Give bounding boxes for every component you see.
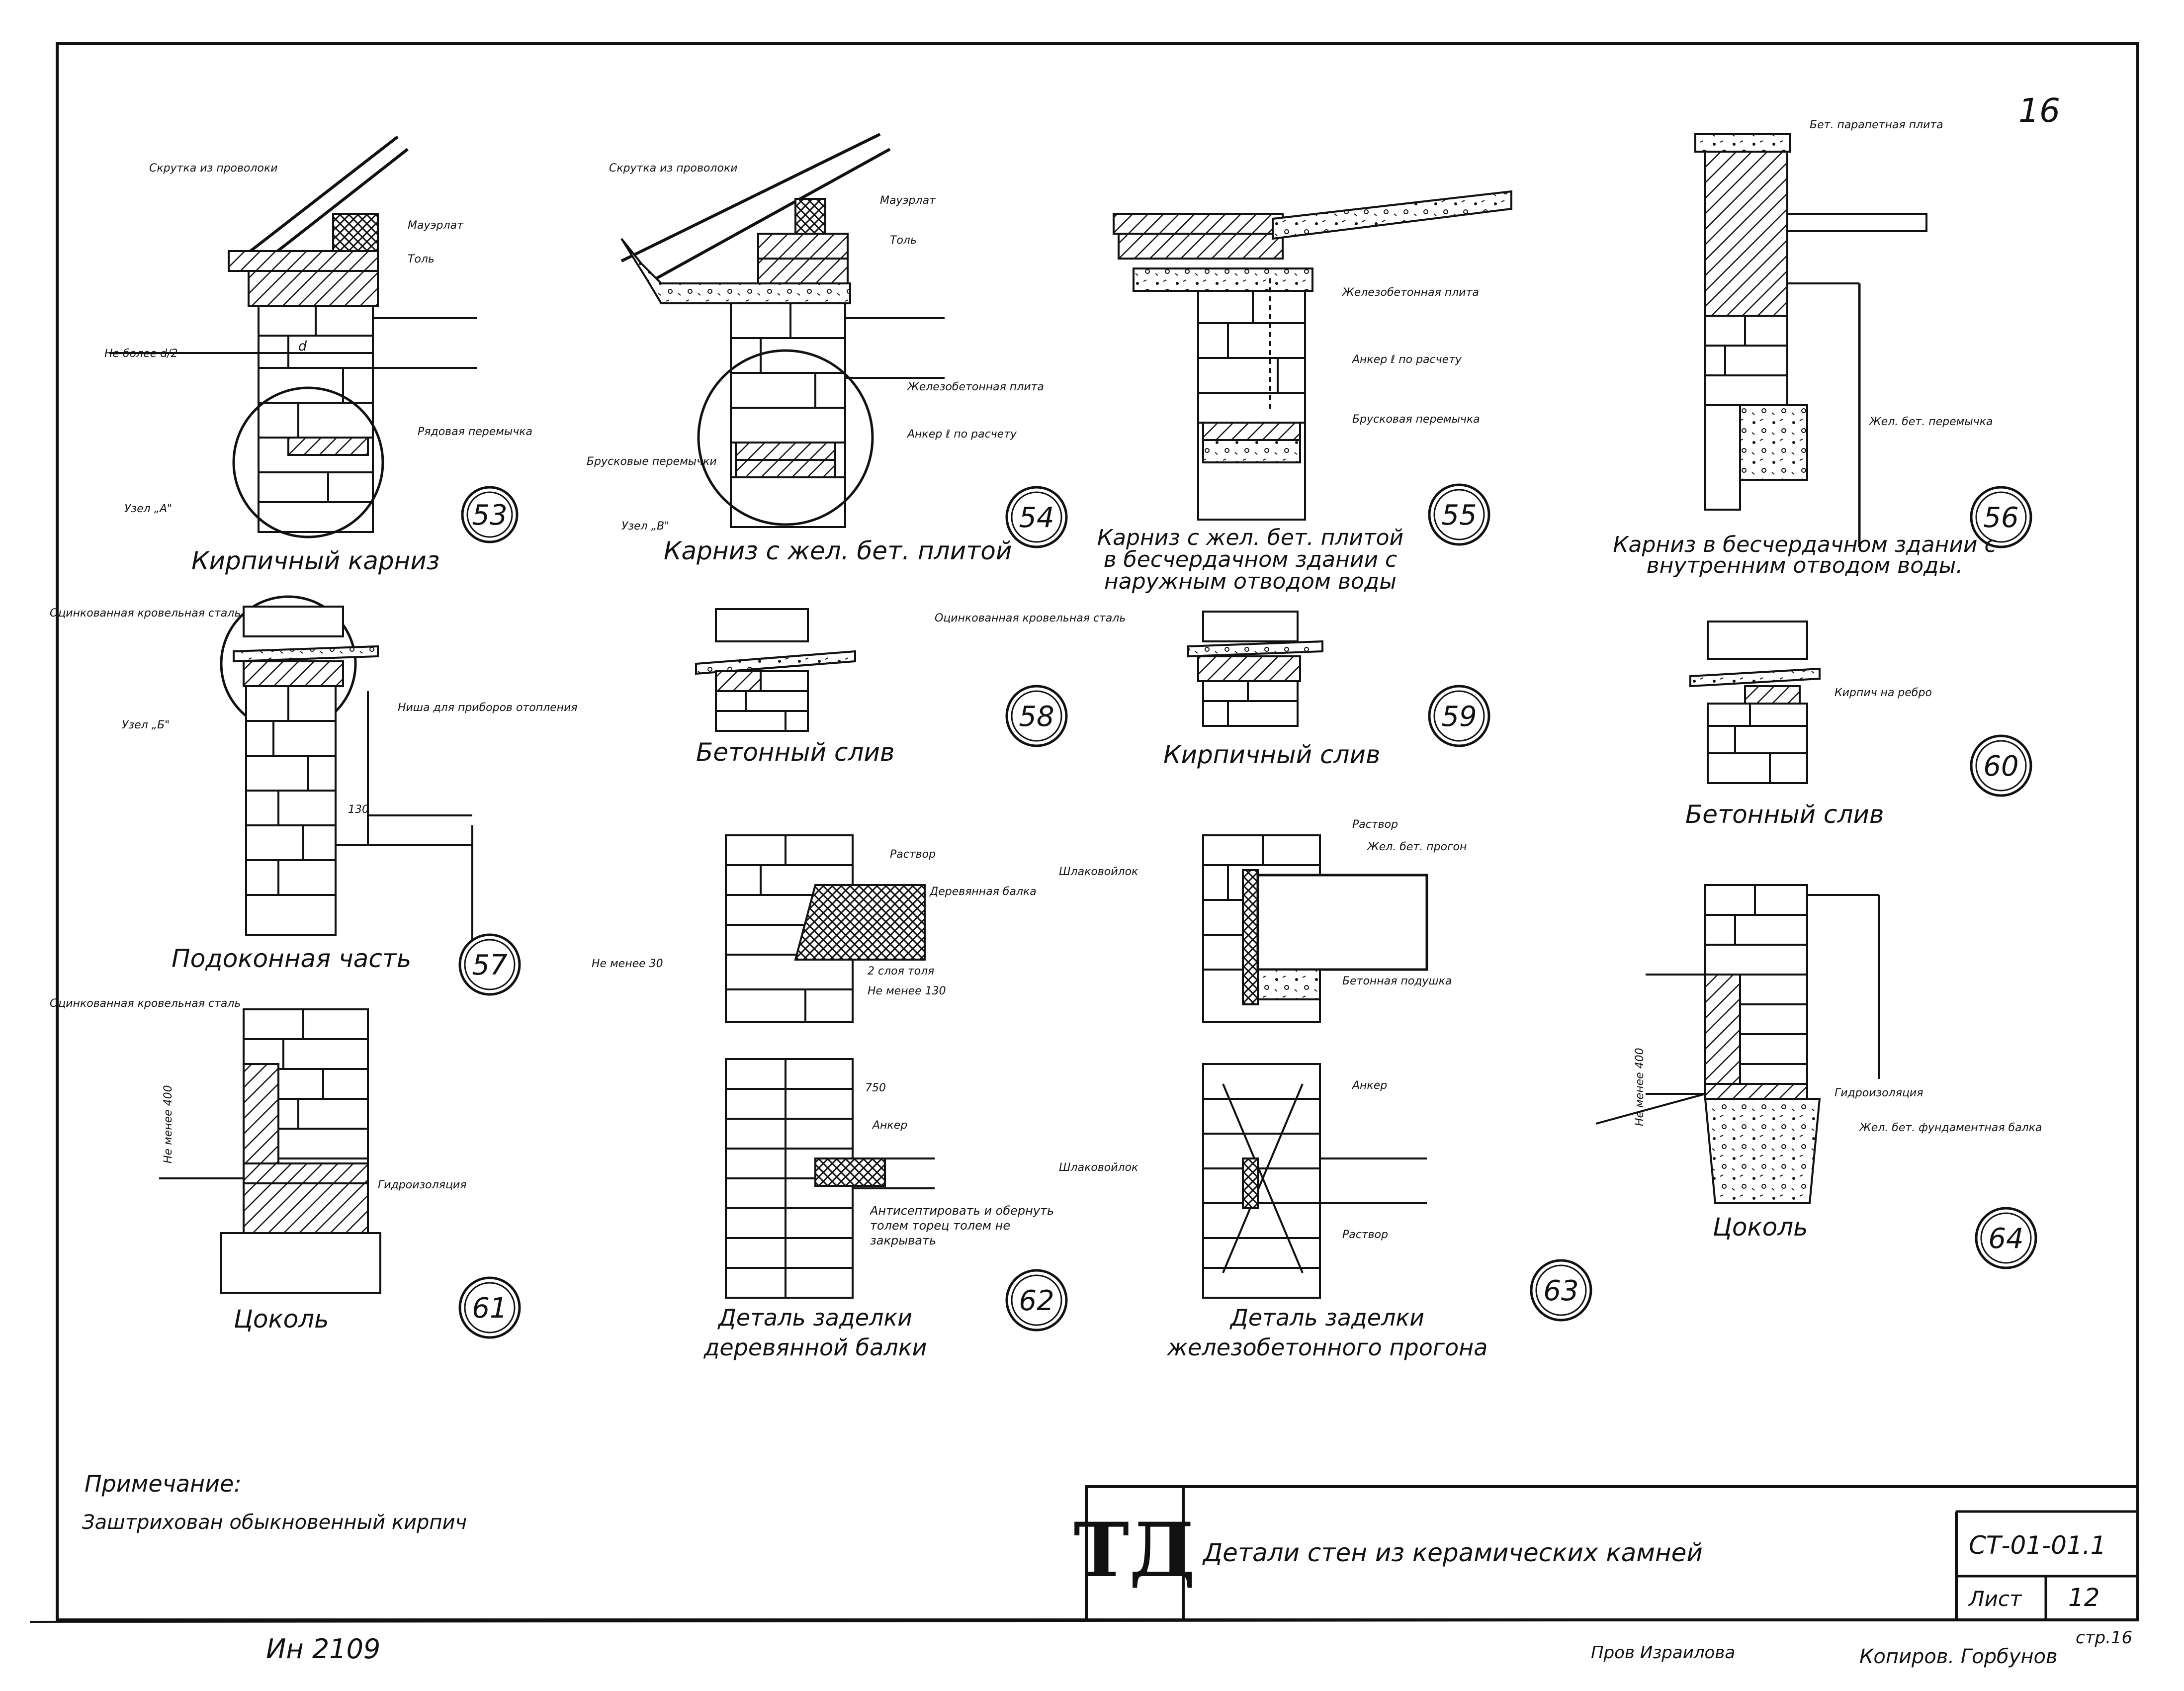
- callout-55-1: Анкер ℓ по расчету: [1351, 354, 1462, 366]
- callout-53-6: Узел „А": [124, 503, 172, 515]
- callout-53-5: Рядовая перемычка: [418, 426, 532, 438]
- detail-54-caption: Карниз с жел. бет. плитой: [664, 536, 1012, 565]
- detail-61-number: 61: [472, 1292, 507, 1325]
- callout-59-0: Оцинкованная кровельная сталь: [935, 612, 1126, 624]
- detail-55-caption: Карниз с жел. бет. плитой в бесчердачном…: [1097, 527, 1404, 594]
- detail-58-number: 58: [1019, 701, 1054, 733]
- callout-64-0: Не менее 400: [1634, 1048, 1646, 1126]
- page-ref: стр.16: [2076, 1628, 2132, 1648]
- detail-57-caption: Подоконная часть: [172, 944, 411, 973]
- callout-62-1: Деревянная балка: [929, 886, 1037, 898]
- callout-63-6: Раствор: [1342, 1229, 1388, 1241]
- detail-55: Железобетонная плита Анкер ℓ по расчету …: [1097, 190, 1512, 594]
- callout-54-0: Скрутка из проволоки: [609, 162, 738, 175]
- detail-59-caption: Кирпичный слив: [1163, 740, 1380, 769]
- inventory-number: Ин 2109: [266, 1633, 380, 1665]
- callout-62-5: 750: [865, 1082, 886, 1094]
- detail-53-number: 53: [472, 499, 507, 532]
- detail-63-caption: Деталь заделки железобетонного прогона: [1167, 1304, 1488, 1361]
- callout-63-0: Раствор: [1352, 818, 1398, 831]
- detail-56-number: 56: [1983, 502, 2018, 534]
- title-block: ТД Детали стен из керамических камней СТ…: [1074, 1485, 2139, 1621]
- checked-by: Пров Израилова: [1591, 1643, 1735, 1663]
- detail-63-number: 63: [1543, 1275, 1578, 1307]
- detail-60-number: 60: [1983, 750, 2018, 783]
- callout-57-2: Ниша для приборов отопления: [398, 702, 578, 714]
- callout-62-3: 2 слоя толя: [868, 965, 934, 978]
- detail-59: Оцинкованная кровельная сталь 59 Кирпичн…: [935, 611, 1490, 769]
- note-text: Заштрихован обыкновенный кирпич: [82, 1511, 467, 1534]
- callout-62-7: Антисептировать и обернуть толем торец т…: [870, 1204, 1054, 1247]
- callout-57-0: Оцинкованная кровельная сталь: [50, 607, 241, 620]
- callout-63-1: Жел. бет. прогон: [1366, 841, 1467, 853]
- callout-63-5: Шлаковойлок: [1059, 1161, 1138, 1174]
- sheet-title: Детали стен из керамических камней: [1202, 1538, 1703, 1567]
- sheet-number: 16: [2018, 91, 2060, 130]
- callout-53-2: Толь: [408, 253, 435, 266]
- callout-62-6: Анкер: [872, 1119, 907, 1132]
- callout-63-2: Шлаковойлок: [1059, 866, 1138, 878]
- callout-60-0: Кирпич на ребро: [1835, 687, 1932, 699]
- note-title: Примечание:: [85, 1470, 242, 1497]
- callout-55-0: Железобетонная плита: [1341, 286, 1479, 299]
- callout-61-2: Гидроизоляция: [378, 1179, 466, 1191]
- callout-54-6: Узел „В": [621, 520, 669, 533]
- detail-58: 58 Бетонный слив: [695, 608, 1068, 767]
- callout-64-1: Гидроизоляция: [1835, 1087, 1923, 1099]
- copied-by: Копиров. Горбунов: [1859, 1645, 2058, 1668]
- detail-64-caption: Цоколь: [1713, 1213, 1808, 1242]
- callout-55-2: Брусковая перемычка: [1352, 413, 1480, 426]
- callout-54-5: Брусковые перемычки: [587, 455, 717, 468]
- sheet-label: Лист: [1968, 1587, 2022, 1611]
- detail-56-caption: Карниз в бесчердачном здании с внутренни…: [1613, 534, 1997, 578]
- callout-54-2: Толь: [890, 234, 917, 247]
- detail-58-caption: Бетонный слив: [696, 738, 894, 767]
- callout-53-0: Скрутка из проволоки: [149, 162, 278, 175]
- detail-53: Скрутка из проволоки Мауэрлат Толь Не бо…: [104, 135, 532, 575]
- detail-62-number: 62: [1019, 1285, 1054, 1317]
- callout-62-2: Не менее 30: [592, 958, 663, 970]
- callout-54-1: Мауэрлат: [880, 194, 936, 207]
- callout-61-0: Оцинкованная кровельная сталь: [50, 997, 241, 1010]
- callout-64-2: Жел. бет. фундаментная балка: [1858, 1122, 2042, 1134]
- callout-57-1: Узел „Б": [122, 719, 170, 731]
- detail-61: Оцинкованная кровельная сталь Не менее 4…: [50, 997, 521, 1339]
- callout-62-0: Раствор: [890, 848, 936, 861]
- callout-54-4: Анкер ℓ по расчету: [906, 428, 1017, 441]
- detail-53-caption: Кирпичный карниз: [191, 546, 439, 575]
- detail-60-caption: Бетонный слив: [1685, 800, 1884, 829]
- detail-59-number: 59: [1441, 701, 1477, 733]
- detail-64: Не менее 400 Гидроизоляция Жел. бет. фун…: [1595, 884, 2042, 1269]
- detail-57-number: 57: [472, 949, 508, 981]
- callout-54-3: Железобетонная плита: [906, 381, 1044, 393]
- sheet-value: 12: [2068, 1583, 2100, 1612]
- callout-63-3: Бетонная подушка: [1342, 975, 1452, 987]
- callout-53-3: Не более d/2: [104, 348, 178, 360]
- callout-63-4: Анкер: [1351, 1079, 1387, 1092]
- detail-60: Кирпич на ребро 60 Бетонный слив: [1685, 621, 2032, 829]
- detail-54: Скрутка из проволоки Мауэрлат Толь Желез…: [587, 133, 1068, 565]
- callout-61-1: Не менее 400: [162, 1085, 175, 1163]
- detail-61-caption: Цоколь: [234, 1305, 329, 1334]
- callout-56-0: Бет. парапетная плита: [1810, 119, 1943, 131]
- detail-56: Бет. парапетная плита Жел. бет. перемычк…: [1613, 119, 2032, 578]
- drawing-code: СТ-01-01.1: [1969, 1531, 2106, 1560]
- detail-62: Раствор Деревянная балка Не менее 30 2 с…: [592, 834, 1068, 1361]
- callout-62-4: Не менее 130: [868, 985, 946, 997]
- callout-57-3: 130: [348, 803, 369, 816]
- callout-53-1: Мауэрлат: [408, 219, 464, 232]
- callout-53-4: d: [298, 339, 307, 354]
- callout-56-1: Жел. бет. перемычка: [1868, 416, 1993, 428]
- detail-62-caption: Деталь заделки деревянной балки: [703, 1304, 927, 1361]
- detail-54-number: 54: [1019, 502, 1054, 534]
- logo: ТД: [1074, 1507, 1196, 1594]
- detail-57: Оцинкованная кровельная сталь Узел „Б" Н…: [50, 595, 578, 996]
- detail-63: Раствор Жел. бет. прогон Шлаковойлок Бет…: [1059, 818, 1592, 1361]
- detail-55-number: 55: [1441, 499, 1477, 532]
- detail-64-number: 64: [1988, 1223, 2023, 1255]
